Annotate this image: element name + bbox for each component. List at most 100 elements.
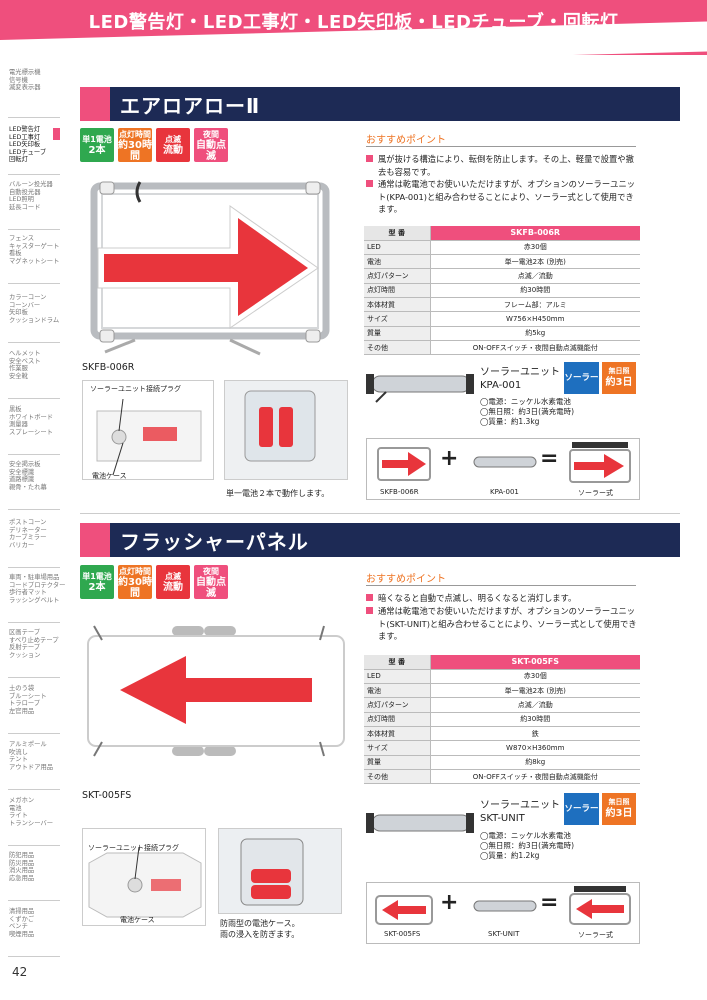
spec-row: 質量約5kg <box>364 326 640 341</box>
sidebar-divider <box>8 342 60 343</box>
sidebar-category[interactable]: メガホン電池ライトトランシーバー <box>0 797 60 827</box>
sidebar-category[interactable]: 黒板ホワイトボード測量器スプレーシート <box>0 406 60 436</box>
sidebar-item-label: ベンチ <box>9 923 28 931</box>
recommend-title: おすすめポイント <box>366 574 446 585</box>
section-header-aero-arrow: エアロアローⅡ <box>80 87 680 121</box>
sidebar-divider <box>8 398 60 399</box>
solar-badge: ソーラー <box>564 793 599 825</box>
sidebar-category[interactable]: 車両・駐車場用品コードプロテクター歩行者マットラッシングベルト <box>0 574 65 604</box>
combo-solar-board <box>569 442 631 483</box>
spec-value: 約30時間 <box>430 712 640 727</box>
sidebar-item-label: フェンス <box>9 235 35 242</box>
sidebar-item-label: 防災用品 <box>9 859 35 867</box>
sidebar-item-label: 矢印板 <box>9 309 28 317</box>
sidebar-item-label: 安全靴 <box>9 372 28 380</box>
sidebar-item-label: 親骨・たれ幕 <box>9 483 47 491</box>
sidebar-item-label: ラッシングベルト <box>9 596 60 604</box>
sidebar-item-label: デリネーター <box>9 526 47 534</box>
spec-row: 質量約8kg <box>364 755 640 770</box>
sidebar-category[interactable]: カラーコーンコーンバー矢印板クッションドラム <box>0 294 60 324</box>
solar-spec-line: ◯質量：約1.2kg <box>480 851 540 860</box>
sidebar-item-label: アルミポール <box>9 741 47 748</box>
spec-key: 電池 <box>364 254 431 270</box>
sidebar-item-label: LED矢印板 <box>9 141 41 149</box>
sidebar-item-label: テント <box>9 756 28 764</box>
solar-unit-photo <box>366 813 474 833</box>
solar-badge: ソーラー <box>564 362 599 394</box>
spec-key: 本体材質 <box>364 297 431 313</box>
sidebar-item-label: バルーン投光器 <box>9 181 53 188</box>
combo-label: ソーラー式 <box>578 489 613 497</box>
sidebar-category[interactable]: 区画テープすべり止めテープ反射テープクッション <box>0 629 60 659</box>
sidebar-category[interactable]: 清掃用品くずかごベンチ喫煙用品 <box>0 908 60 938</box>
detail-photo-battery <box>218 828 342 914</box>
sidebar-item-label: ポストコーン <box>9 519 47 526</box>
sidebar-category[interactable]: 土のう袋ブルーシートトラロープ左官用品 <box>0 685 60 715</box>
sidebar-item-label: すべり止めテープ <box>9 636 59 644</box>
spec-value: 単一電池2本 (別売) <box>430 683 640 699</box>
sidebar-item-label: LED照明 <box>9 196 34 204</box>
feature-badge: 点灯時間約30時間 <box>118 128 152 162</box>
sidebar-divider <box>8 677 60 678</box>
spec-row: 電池単一電池2本 (別売) <box>364 683 640 699</box>
sidebar-item-label: クッションドラム <box>9 316 60 324</box>
spec-header-cell: SKT-005FS <box>430 655 640 670</box>
spec-header-cell: SKFB-006R <box>430 226 640 241</box>
detail-photo-battery <box>224 380 348 480</box>
sidebar-item-label: 左官用品 <box>9 707 35 715</box>
sidebar-item-label: LED警告灯 <box>9 126 41 133</box>
model-label: SKT-005FS <box>82 790 132 801</box>
model-label: SKFB-006R <box>82 362 135 373</box>
spec-key: その他 <box>364 769 431 785</box>
combo-label: SKT-005FS <box>384 930 421 938</box>
sidebar-item-label: 安全標識 <box>9 468 35 476</box>
solar-spec-line: ◯無日照：約3日(満充電時) <box>480 407 575 416</box>
callout-battery-case: 電池ケース <box>120 916 155 924</box>
spec-value: W756×H450mm <box>430 311 640 327</box>
sidebar-item-label: 区画テープ <box>9 629 41 636</box>
spec-key: LED <box>364 240 431 256</box>
sidebar-item-label: カラーコーン <box>9 294 47 301</box>
recommend-rule <box>366 146 636 147</box>
sidebar-item-label: 消火用品 <box>9 867 35 875</box>
sidebar-category[interactable]: ポストコーンデリネーターカーブミラーバリカー <box>0 519 60 549</box>
combo-arrow-panel <box>375 895 433 925</box>
sidebar-item-label: 安全ベスト <box>9 357 41 365</box>
sidebar-category[interactable]: 電光標示機信号機滅変表示器 <box>0 69 60 92</box>
sidebar-item-label: ホワイトボード <box>9 413 54 421</box>
spec-value: 赤30個 <box>430 669 640 685</box>
spec-key: その他 <box>364 340 431 356</box>
sidebar-item-label: アウトドア用品 <box>9 763 54 771</box>
photo-caption: 防雨型の電池ケース。雨の浸入を防ぎます。 <box>220 919 300 939</box>
sidebar-category[interactable]: アルミポール吹流しテントアウトドア用品 <box>0 741 60 771</box>
combo-label: KPA-001 <box>490 488 519 496</box>
sidebar-item-label: 喫煙用品 <box>9 930 35 938</box>
spec-key: サイズ <box>364 311 431 327</box>
spec-key: 質量 <box>364 755 431 770</box>
sidebar-category[interactable]: ヘルメット安全ベスト作業服安全靴 <box>0 350 60 380</box>
spec-value: W870×H360mm <box>430 740 640 756</box>
sidebar-item-label: 吹流し <box>9 748 28 756</box>
sidebar-category[interactable]: 安全掲示板安全標識道路標識親骨・たれ幕 <box>0 461 60 491</box>
sidebar-category[interactable]: 防犯用品防災用品消火用品応急用品 <box>0 852 60 882</box>
product-photo-flasher-panel <box>80 620 350 780</box>
combo-solar-unit <box>473 456 537 468</box>
sidebar-category[interactable]: フェンスキャスターゲート看板マグネットシート <box>0 235 60 265</box>
solar-spec-line: ◯無日照：約3日(満充電時) <box>480 841 575 850</box>
sidebar-divider <box>8 454 60 455</box>
sidebar-item-label: 作業服 <box>9 365 28 373</box>
spec-header-cell: 型 番 <box>364 655 431 670</box>
spec-value: 点滅／流動 <box>430 697 640 713</box>
spec-value: フレーム部：アルミ <box>430 297 640 313</box>
